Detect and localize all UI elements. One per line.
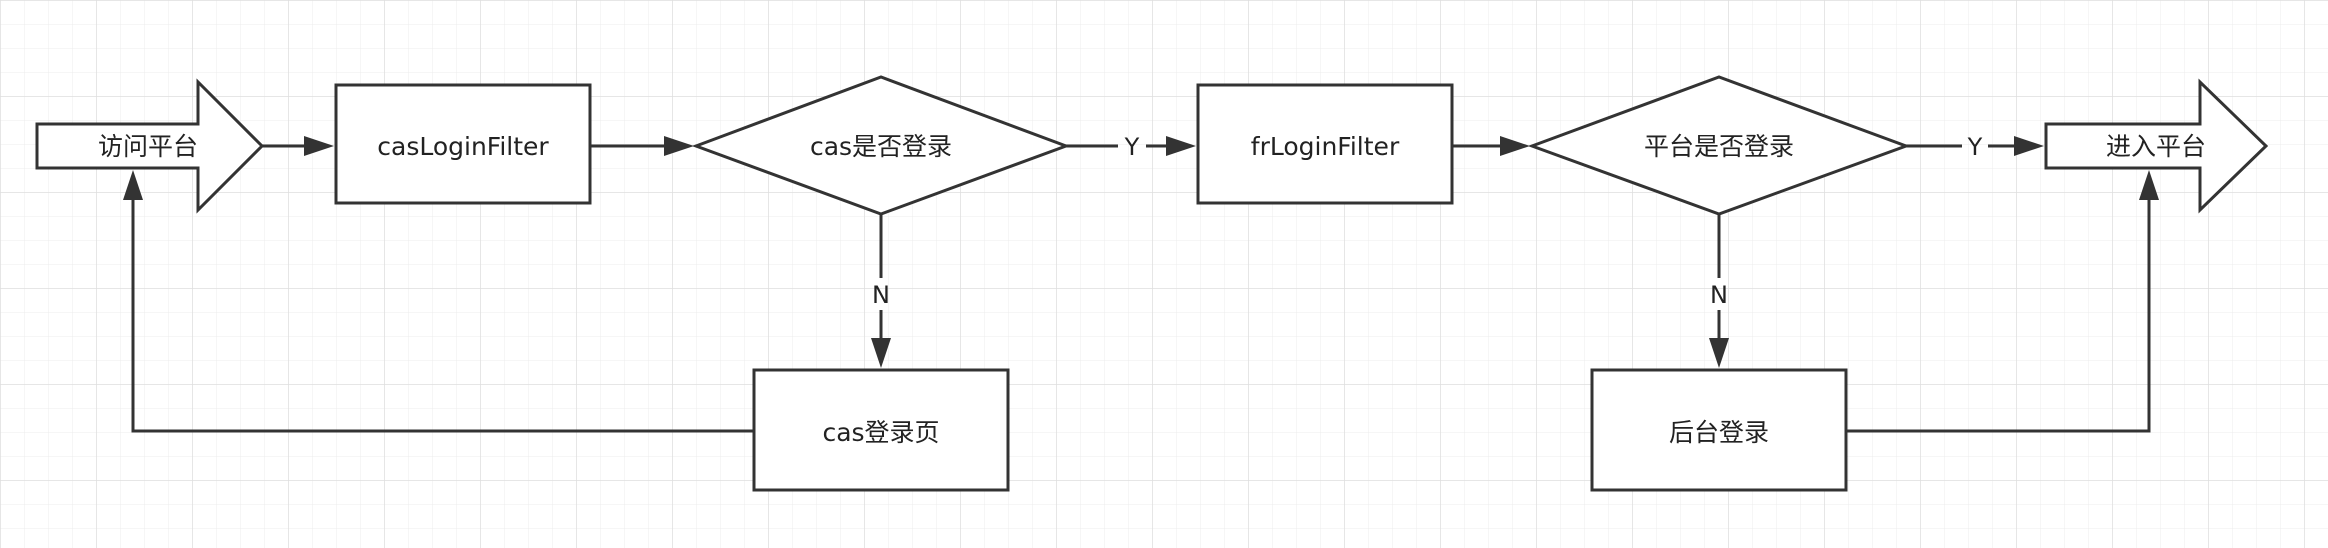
node-visit-platform[interactable]: 访问平台 — [35, 78, 265, 214]
node-label: 后台登录 — [1669, 418, 1769, 447]
process-box — [334, 83, 592, 205]
node-cas-login-filter[interactable]: casLoginFilter — [334, 83, 592, 205]
edge-label-platform-no: N — [1710, 281, 1728, 309]
arrowhead-frlogin — [1166, 136, 1196, 156]
arrowhead-enter-up — [2139, 170, 2159, 200]
arrowhead-platform-decision — [1500, 136, 1530, 156]
arrowhead-cas-decision — [664, 136, 694, 156]
arrowhead-cas-login-page — [871, 338, 891, 368]
decision-diamond — [691, 75, 1071, 216]
node-backend-login[interactable]: 后台登录 — [1590, 368, 1848, 492]
node-label: 平台是否登录 — [1644, 132, 1794, 161]
block-arrow-shape — [35, 78, 265, 214]
node-label: frLoginFilter — [1251, 132, 1400, 161]
edge-label-cas-no: N — [872, 281, 890, 309]
block-arrow-shape — [2044, 78, 2269, 214]
arrowhead-enter — [2014, 136, 2044, 156]
process-box — [752, 368, 1010, 492]
arrowhead-visit — [123, 170, 143, 200]
edge-label-cas-yes: Y — [1124, 133, 1140, 161]
node-label: casLoginFilter — [377, 132, 549, 161]
decision-diamond — [1527, 75, 1911, 216]
node-fr-login-filter[interactable]: frLoginFilter — [1196, 83, 1454, 205]
node-label: cas登录页 — [822, 418, 939, 447]
arrowhead-backend-login — [1709, 338, 1729, 368]
edge-backend-to-enter — [1846, 186, 2151, 433]
process-box — [1196, 83, 1454, 205]
node-label: 进入平台 — [2106, 132, 2206, 161]
process-box — [1590, 368, 1848, 492]
node-enter-platform[interactable]: 进入平台 — [2044, 78, 2269, 214]
node-label: 访问平台 — [98, 132, 198, 161]
node-cas-login-page[interactable]: cas登录页 — [752, 368, 1010, 492]
connectors — [123, 136, 2159, 433]
edge-caspage-to-visit — [131, 186, 754, 433]
node-cas-decision[interactable]: cas是否登录 — [691, 75, 1071, 216]
node-platform-decision[interactable]: 平台是否登录 — [1527, 75, 1911, 216]
edge-label-platform-yes: Y — [1967, 133, 1983, 161]
node-label: cas是否登录 — [810, 132, 952, 161]
arrowhead-caslogin — [304, 136, 334, 156]
